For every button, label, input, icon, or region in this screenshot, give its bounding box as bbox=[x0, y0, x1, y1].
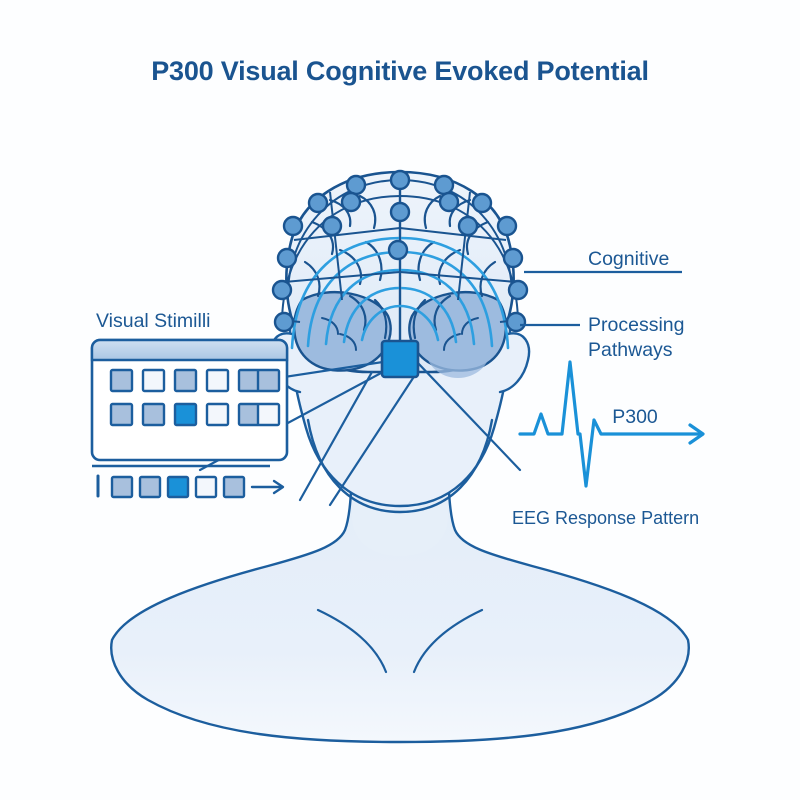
stimuli-timeline[interactable] bbox=[92, 464, 285, 499]
processing-pathways-line2: Pathways bbox=[588, 339, 673, 361]
eeg-caption: EEG Response Pattern bbox=[512, 508, 699, 528]
grid-cell-target bbox=[173, 402, 198, 427]
grid-cell bbox=[205, 368, 230, 393]
electrode-cap bbox=[271, 169, 529, 333]
timeline-cell bbox=[194, 475, 218, 499]
grid-cell bbox=[256, 402, 281, 427]
cognitive-label: Cognitive bbox=[588, 248, 669, 270]
grid-cell bbox=[173, 368, 198, 393]
grid-cell bbox=[205, 402, 230, 427]
page-title: P300 Visual Cognitive Evoked Potential bbox=[151, 56, 649, 86]
processing-pathways-line1: Processing bbox=[588, 314, 684, 336]
p300-label: P300 bbox=[612, 406, 658, 428]
grid-cell bbox=[109, 368, 134, 393]
eeg-response-graphic[interactable]: P300 EEG Response Pattern bbox=[512, 360, 705, 528]
eeg-waveform bbox=[518, 360, 702, 488]
eeg-electrodes[interactable] bbox=[271, 169, 529, 333]
visual-stimuli-panel[interactable]: Visual Stimilli bbox=[90, 310, 289, 499]
timeline-arrow-icon bbox=[250, 479, 285, 495]
grid-cell bbox=[109, 402, 134, 427]
timeline-cell bbox=[222, 475, 246, 499]
timeline-cell-target bbox=[166, 475, 190, 499]
timeline-cell bbox=[138, 475, 162, 499]
visual-stimuli-label: Visual Stimilli bbox=[96, 310, 211, 332]
callout-cognitive[interactable]: Cognitive bbox=[524, 248, 682, 274]
active-electrode-square[interactable] bbox=[380, 339, 420, 379]
grid-cell bbox=[141, 402, 166, 427]
grid-cell bbox=[141, 368, 166, 393]
stimuli-grid[interactable] bbox=[109, 368, 281, 427]
grid-cell bbox=[256, 368, 281, 393]
callout-processing-pathways[interactable]: Processing Pathways bbox=[520, 314, 684, 361]
timeline-cell bbox=[110, 475, 134, 499]
stimuli-card-header bbox=[90, 338, 289, 362]
eeg-arrow-icon bbox=[688, 423, 705, 445]
brain-illustration bbox=[285, 170, 515, 378]
